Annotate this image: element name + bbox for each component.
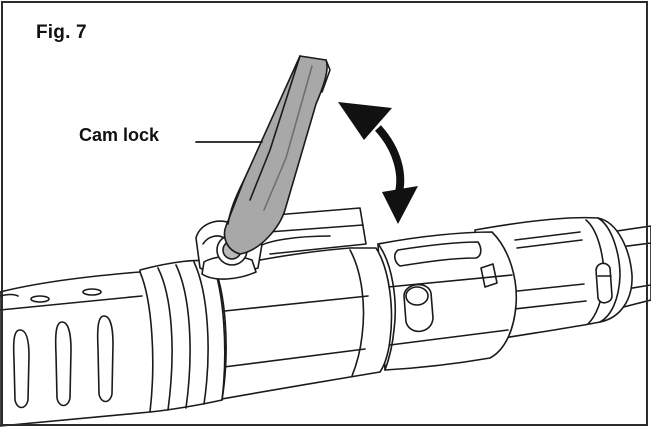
curved-double-arrow-icon (338, 102, 418, 224)
figure-label: Fig. 7 (36, 22, 87, 43)
cam-lock-lever (223, 55, 331, 255)
handle-grip (0, 271, 154, 427)
tube-collar (367, 231, 518, 373)
cam-lock-callout-label: Cam lock (79, 125, 160, 145)
main-tube-body (189, 207, 393, 403)
ribbed-collar (139, 259, 227, 413)
